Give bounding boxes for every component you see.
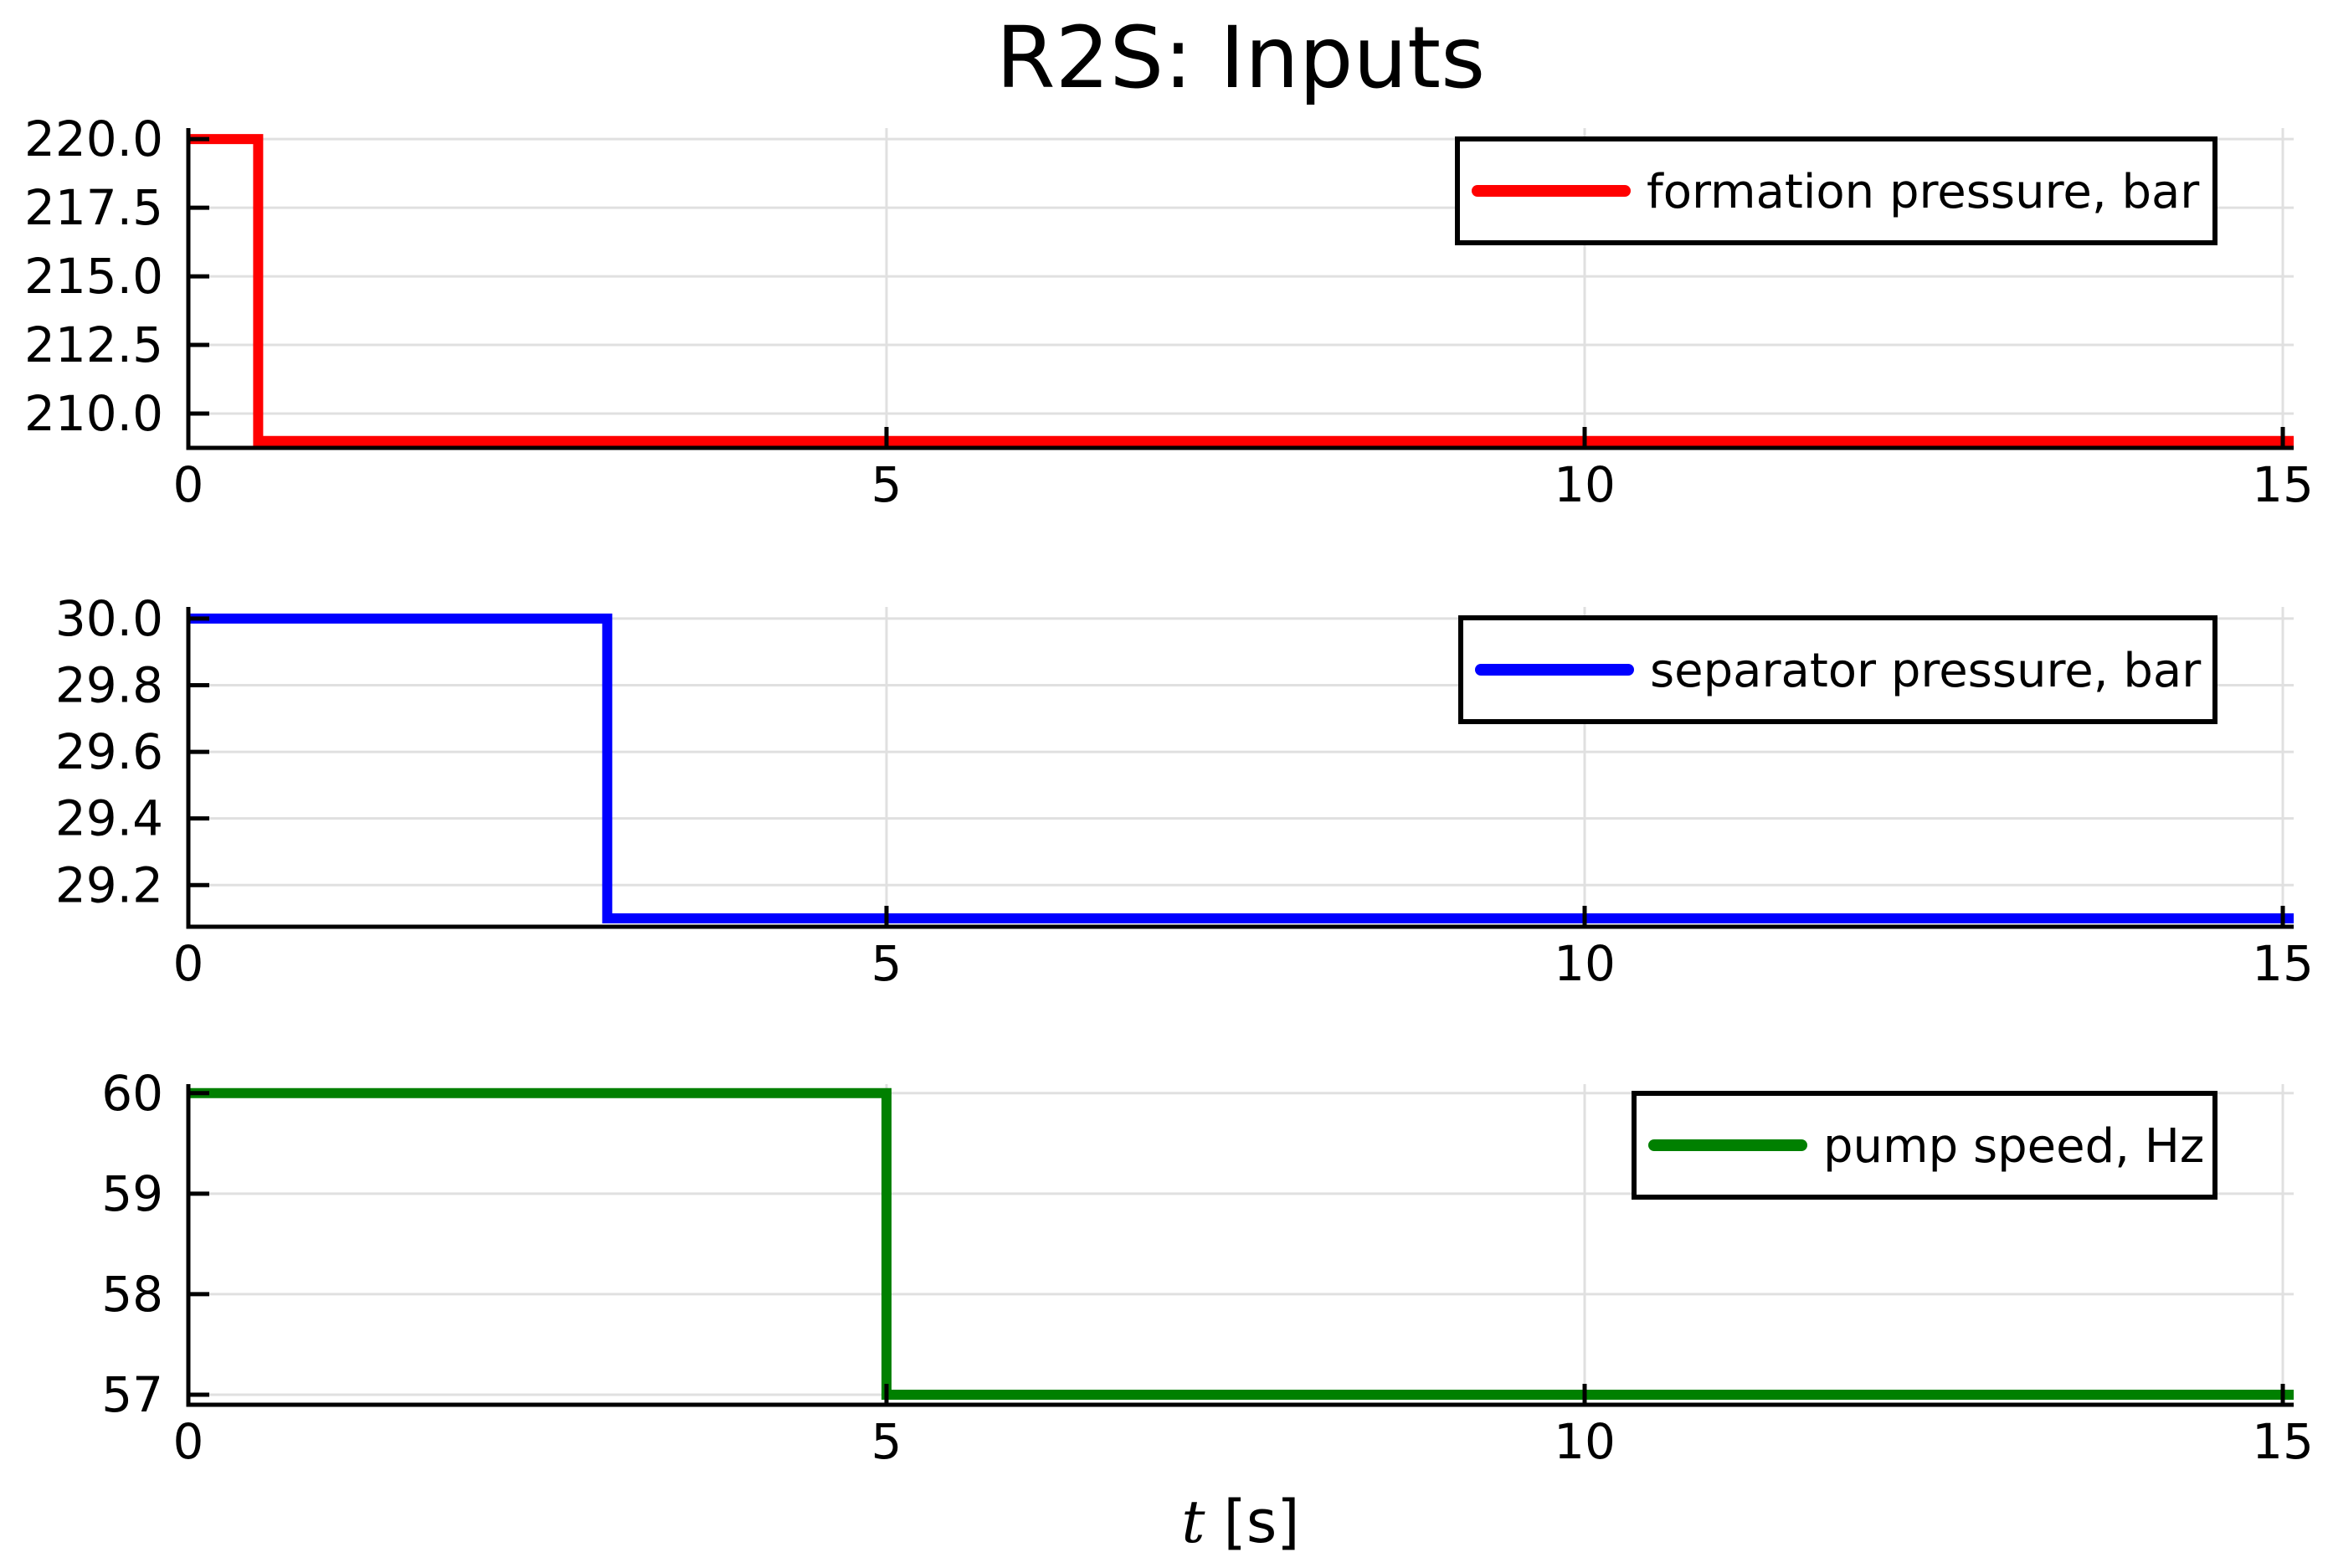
- x-tick-label: 15: [2252, 935, 2314, 992]
- y-tick-label: 29.8: [55, 657, 163, 714]
- y-tick-label: 58: [101, 1266, 163, 1323]
- y-tick-label: 210.0: [24, 385, 163, 442]
- legend-pump-speed: pump speed, Hz: [1632, 1091, 2218, 1200]
- x-tick-label: 15: [2252, 456, 2314, 513]
- x-tick-label: 10: [1554, 456, 1616, 513]
- x-axis-label-unit: [s]: [1224, 1488, 1300, 1556]
- y-tick-label: 215.0: [24, 248, 163, 305]
- x-axis-label-math-t: t: [1181, 1488, 1205, 1556]
- x-tick-label: 0: [173, 1413, 204, 1470]
- chart-title: R2S: Inputs: [996, 8, 1486, 108]
- x-tick-label: 10: [1554, 935, 1616, 992]
- x-tick-label: 5: [871, 935, 902, 992]
- legend-label: separator pressure, bar: [1650, 644, 2202, 698]
- y-tick-label: 60: [101, 1065, 163, 1122]
- legend-formation-pressure: formation pressure, bar: [1455, 136, 2218, 245]
- x-axis-label: t [s]: [1181, 1488, 1299, 1556]
- y-tick-label: 220.0: [24, 111, 163, 167]
- y-tick-label: 57: [101, 1366, 163, 1423]
- subplot-formation-pressure: 0 5 10 15 210.0 212.5 215.0 217.5 220.0 formation…: [24, 111, 2314, 513]
- x-tick-label: 10: [1554, 1413, 1616, 1470]
- y-tick-label: 29.2: [55, 856, 163, 913]
- y-tick-label: 29.4: [55, 790, 163, 847]
- legend-separator-pressure: separator pressure, bar: [1458, 615, 2218, 724]
- subplot-separator-pressure: 0 5 10 15 29.2 29.4 29.6 29.8 30.0 separator pres…: [55, 590, 2314, 992]
- formation-pressure-line: [188, 134, 2294, 446]
- y-tick-label: 212.5: [24, 316, 163, 373]
- y-tick-label: 59: [101, 1165, 163, 1222]
- x-tick-label: 5: [871, 456, 902, 513]
- separator-pressure-line: [188, 613, 2294, 924]
- subplot-pump-speed: 0 5 10 15 57 58 59 60 pump speed, Hz: [101, 1065, 2314, 1470]
- y-tick-label: 30.0: [55, 590, 163, 647]
- subplots-group: 0 5 10 15 210.0 212.5 215.0 217.5 220.0 formation…: [24, 111, 2314, 1470]
- legend-label: formation pressure, bar: [1647, 165, 2200, 219]
- x-tick-label: 0: [173, 456, 204, 513]
- x-tick-label: 15: [2252, 1413, 2314, 1470]
- x-tick-label: 5: [871, 1413, 902, 1470]
- y-tick-label: 217.5: [24, 179, 163, 236]
- y-tick-label: 29.6: [55, 723, 163, 780]
- x-tick-label: 0: [173, 935, 204, 992]
- legend-label: pump speed, Hz: [1823, 1119, 2204, 1174]
